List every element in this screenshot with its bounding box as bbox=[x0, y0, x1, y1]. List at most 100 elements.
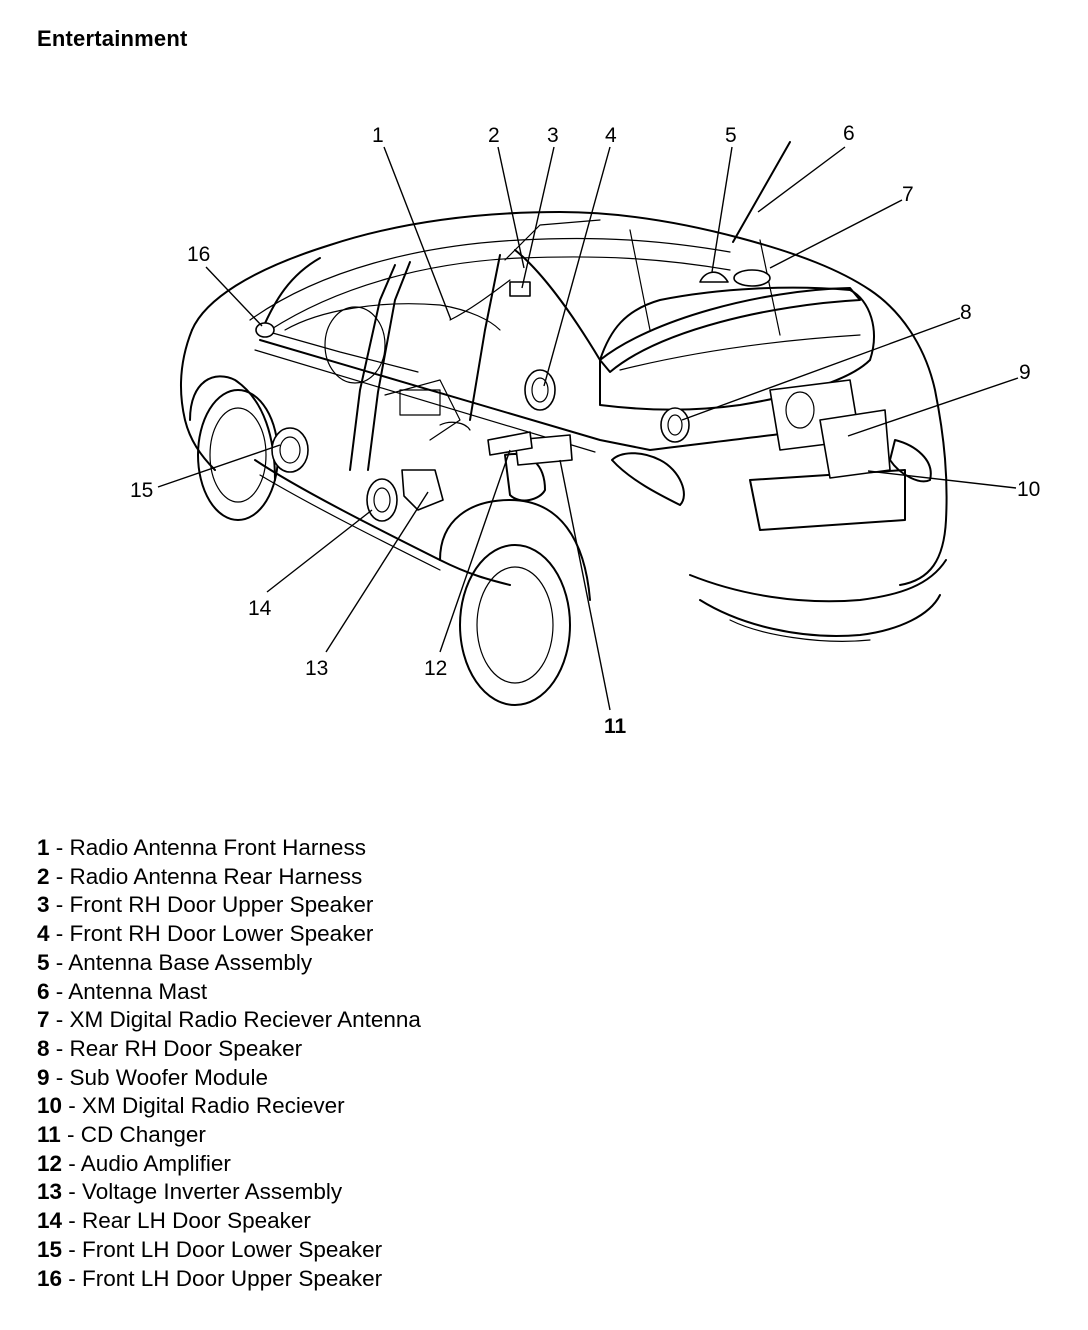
callout-5: 5 bbox=[725, 124, 737, 147]
legend-number: 10 bbox=[37, 1093, 63, 1119]
leader-lines bbox=[157, 146, 1019, 711]
legend-number: 1 bbox=[37, 835, 50, 860]
legend-text: Rear RH Door Speaker bbox=[69, 1035, 303, 1061]
callout-2: 2 bbox=[488, 124, 500, 147]
legend-separator: - bbox=[49, 835, 70, 860]
legend-number: 12 bbox=[37, 1150, 63, 1176]
legend-item: 15 - Front LH Door Lower Speaker bbox=[37, 1236, 421, 1265]
front-lh-upper-speaker bbox=[255, 322, 275, 338]
legend-number: 16 bbox=[37, 1265, 63, 1291]
legend-number: 13 bbox=[37, 1179, 63, 1205]
callout-3: 3 bbox=[547, 124, 559, 147]
callout-7: 7 bbox=[902, 183, 914, 206]
legend-item: 8 - Rear RH Door Speaker bbox=[37, 1035, 421, 1064]
legend-text: Radio Antenna Front Harness bbox=[69, 835, 366, 860]
car-diagram: 1 2 3 4 5 6 7 8 9 10 11 12 13 14 15 16 bbox=[130, 122, 1040, 738]
callout-15: 15 bbox=[130, 479, 153, 502]
legend-number: 4 bbox=[37, 921, 50, 947]
legend-separator: - bbox=[49, 892, 70, 918]
legend-item: 13 - Voltage Inverter Assembly bbox=[37, 1178, 421, 1207]
legend-number: 15 bbox=[37, 1236, 63, 1262]
car-illustration bbox=[179, 211, 948, 706]
legend-number: 11 bbox=[37, 1122, 61, 1148]
legend-text: Front RH Door Upper Speaker bbox=[69, 892, 374, 918]
legend-number: 5 bbox=[37, 949, 50, 975]
legend-separator: - bbox=[49, 1064, 70, 1090]
legend-number: 9 bbox=[37, 1064, 50, 1090]
legend-separator: - bbox=[62, 1265, 83, 1291]
legend-text: Antenna Mast bbox=[68, 978, 208, 1004]
callout-4: 4 bbox=[605, 124, 617, 147]
front-rh-upper-speaker bbox=[509, 281, 531, 297]
legend-number: 6 bbox=[37, 978, 50, 1004]
callout-12: 12 bbox=[424, 657, 447, 680]
antenna-base bbox=[699, 271, 729, 283]
legend-text: Audio Amplifier bbox=[80, 1150, 231, 1176]
legend-text: Voltage Inverter Assembly bbox=[82, 1179, 343, 1205]
legend-number: 8 bbox=[37, 1035, 50, 1061]
parts-legend: 1 - Radio Antenna Front Harness 2 - Radi… bbox=[37, 834, 421, 1293]
components bbox=[255, 141, 891, 522]
legend-separator: - bbox=[62, 1236, 83, 1262]
legend-text: Antenna Base Assembly bbox=[68, 949, 313, 975]
legend-item: 3 - Front RH Door Upper Speaker bbox=[37, 891, 421, 920]
legend-text: Front RH Door Lower Speaker bbox=[69, 921, 374, 947]
legend-text: CD Changer bbox=[80, 1122, 206, 1148]
callout-13: 13 bbox=[305, 657, 328, 680]
legend-separator: - bbox=[60, 1122, 81, 1148]
rear-rh-speaker bbox=[660, 407, 690, 443]
legend-separator: - bbox=[62, 1208, 83, 1234]
legend-text: Front LH Door Upper Speaker bbox=[82, 1265, 383, 1291]
front-lh-lower-speaker bbox=[271, 427, 309, 473]
front-rh-lower-speaker bbox=[524, 369, 556, 411]
legend-text: XM Digital Radio Reciever bbox=[82, 1093, 345, 1119]
rear-lh-speaker bbox=[366, 478, 398, 522]
diagram-title: Entertainment bbox=[37, 26, 188, 51]
callout-11: 11 bbox=[604, 715, 627, 738]
audio-amplifier bbox=[487, 431, 533, 456]
legend-separator: - bbox=[49, 1035, 70, 1061]
legend-number: 2 bbox=[37, 863, 50, 889]
legend-separator: - bbox=[49, 863, 70, 889]
legend-item: 12 - Audio Amplifier bbox=[37, 1150, 421, 1179]
voltage-inverter bbox=[401, 469, 444, 511]
legend-text: Sub Woofer Module bbox=[69, 1064, 268, 1090]
callout-14: 14 bbox=[248, 597, 272, 620]
legend-separator: - bbox=[49, 949, 69, 975]
callout-16: 16 bbox=[187, 243, 210, 266]
legend-separator: - bbox=[49, 921, 70, 947]
legend-text: XM Digital Radio Reciever Antenna bbox=[69, 1007, 421, 1033]
xm-antenna bbox=[733, 269, 771, 287]
legend-text: Rear LH Door Speaker bbox=[82, 1208, 311, 1234]
legend-separator: - bbox=[62, 1093, 83, 1119]
legend-separator: - bbox=[62, 1179, 83, 1205]
legend-item: 7 - XM Digital Radio Reciever Antenna bbox=[37, 1006, 421, 1035]
legend-item: 2 - Radio Antenna Rear Harness bbox=[37, 863, 421, 892]
legend-item: 9 - Sub Woofer Module bbox=[37, 1064, 421, 1093]
antenna-rear-harness bbox=[504, 219, 601, 261]
legend-number: 14 bbox=[37, 1208, 63, 1234]
callout-1: 1 bbox=[372, 124, 384, 147]
legend-item: 1 - Radio Antenna Front Harness bbox=[37, 834, 421, 863]
legend-number: 7 bbox=[37, 1007, 50, 1033]
xm-receiver bbox=[819, 409, 891, 479]
legend-separator: - bbox=[49, 978, 69, 1004]
callout-numbers: 1 2 3 4 5 6 7 8 9 10 11 12 13 14 15 16 bbox=[130, 122, 1040, 738]
legend-item: 5 - Antenna Base Assembly bbox=[37, 949, 421, 978]
legend-text: Radio Antenna Rear Harness bbox=[69, 863, 363, 889]
callout-9: 9 bbox=[1019, 361, 1031, 384]
callout-10: 10 bbox=[1017, 478, 1040, 501]
legend-item: 4 - Front RH Door Lower Speaker bbox=[37, 920, 421, 949]
legend-item: 16 - Front LH Door Upper Speaker bbox=[37, 1265, 421, 1294]
antenna-front-harness bbox=[449, 279, 511, 321]
legend-separator: - bbox=[62, 1150, 81, 1176]
legend-item: 10 - XM Digital Radio Reciever bbox=[37, 1092, 421, 1121]
legend-text: Front LH Door Lower Speaker bbox=[82, 1236, 383, 1262]
legend-item: 11 - CD Changer bbox=[37, 1121, 421, 1150]
callout-6: 6 bbox=[843, 122, 855, 145]
callout-8: 8 bbox=[960, 301, 972, 324]
legend-item: 6 - Antenna Mast bbox=[37, 978, 421, 1007]
legend-number: 3 bbox=[37, 892, 50, 918]
legend-item: 14 - Rear LH Door Speaker bbox=[37, 1207, 421, 1236]
antenna-mast bbox=[732, 141, 791, 243]
